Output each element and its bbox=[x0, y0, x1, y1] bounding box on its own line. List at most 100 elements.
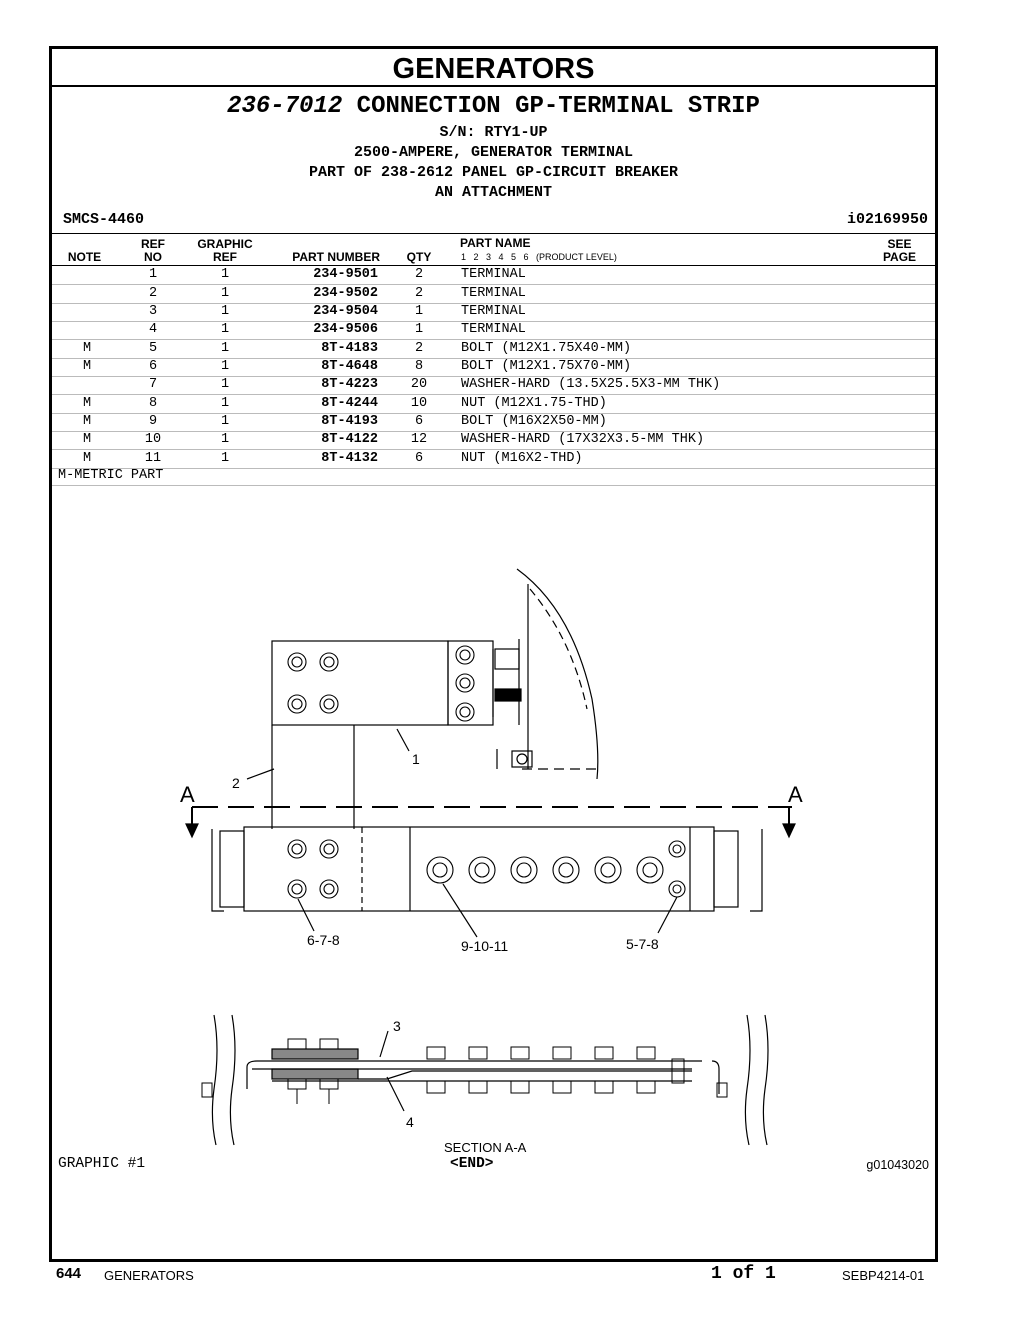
cell-ref: 4 bbox=[148, 322, 158, 337]
table-row: 1 1 234-9501 2 TERMINAL bbox=[52, 266, 935, 285]
callout-91011-leader bbox=[442, 883, 478, 938]
cell-ref: 8 bbox=[148, 396, 158, 411]
section-insulator-top bbox=[271, 1048, 359, 1060]
cell-part-number: 234-9504 bbox=[313, 304, 378, 319]
strip-left-clamp bbox=[219, 830, 245, 908]
table-row: M 8 1 8T-4244 10 NUT (M12X1.75-THD) bbox=[52, 395, 935, 414]
cell-graphic-ref: 1 bbox=[220, 267, 230, 282]
cell-graphic-ref: 1 bbox=[220, 432, 230, 447]
col-see-top: SEE bbox=[887, 237, 912, 251]
cell-qty: 2 bbox=[414, 286, 424, 301]
cell-ref: 11 bbox=[144, 451, 162, 466]
cell-graphic-ref: 1 bbox=[220, 341, 230, 356]
table-header-rule bbox=[52, 265, 935, 266]
smcs-code: SMCS-4460 bbox=[63, 211, 145, 228]
group-number: 236-7012 bbox=[227, 93, 343, 120]
panel-curve bbox=[516, 568, 599, 780]
group-desc-2: PART OF 238-2612 PANEL GP-CIRCUIT BREAKE… bbox=[308, 164, 679, 181]
cell-part-number: 8T-4122 bbox=[321, 432, 378, 447]
col-qty: QTY bbox=[406, 250, 432, 264]
callout-578-leader bbox=[657, 896, 678, 934]
strip-bolt-group bbox=[287, 839, 686, 899]
callout-1-leader bbox=[396, 728, 410, 752]
footnote-rule bbox=[52, 485, 935, 486]
cell-qty: 2 bbox=[414, 341, 424, 356]
cell-ref: 9 bbox=[148, 414, 158, 429]
footer-section: GENERATORS bbox=[104, 1268, 194, 1283]
illustration-id: i02169950 bbox=[846, 211, 928, 228]
section-arrowhead-left bbox=[185, 823, 199, 839]
upper-bolt-group bbox=[287, 645, 475, 722]
table-row: M 9 1 8T-4193 6 BOLT (M16X2X50-MM) bbox=[52, 413, 935, 432]
page-number: 644 bbox=[56, 1265, 82, 1282]
cell-ref: 1 bbox=[148, 267, 158, 282]
cell-graphic-ref: 1 bbox=[220, 359, 230, 374]
panel-clip bbox=[511, 750, 533, 768]
callout-2: 2 bbox=[232, 775, 240, 791]
cell-graphic-ref: 1 bbox=[220, 286, 230, 301]
graphic-number: g01043020 bbox=[866, 1158, 929, 1172]
terminal-1-bracket-fill bbox=[494, 688, 522, 702]
table-row: M 6 1 8T-4648 8 BOLT (M12X1.75X70-MM) bbox=[52, 358, 935, 377]
cell-qty: 8 bbox=[414, 359, 424, 374]
callout-2-leader bbox=[246, 768, 275, 780]
cell-graphic-ref: 1 bbox=[220, 451, 230, 466]
cell-ref: 2 bbox=[148, 286, 158, 301]
cell-part-name: BOLT (M16X2X50-MM) bbox=[461, 414, 607, 429]
table-row: M 11 1 8T-4132 6 NUT (M16X2-THD) bbox=[52, 450, 935, 469]
cell-graphic-ref: 1 bbox=[220, 414, 230, 429]
col-part-name: PART NAME bbox=[460, 236, 531, 250]
callout-4-leader bbox=[386, 1076, 405, 1112]
cell-part-number: 8T-4183 bbox=[321, 341, 378, 356]
cell-qty: 2 bbox=[414, 267, 424, 282]
cell-note: M bbox=[82, 359, 92, 374]
page-frame: GENERATORS 236-7012 CONNECTION GP-TERMIN… bbox=[49, 46, 938, 1262]
strip-right-clamp bbox=[713, 830, 739, 908]
callout-1: 1 bbox=[412, 751, 420, 767]
serial-number: S/N: RTY1-UP bbox=[439, 124, 548, 141]
col-graphic-bottom: REF bbox=[213, 250, 237, 264]
table-row: 7 1 8T-4223 20 WASHER-HARD (13.5X25.5X3-… bbox=[52, 376, 935, 395]
table-row: 3 1 234-9504 1 TERMINAL bbox=[52, 303, 935, 322]
cell-note: M bbox=[82, 341, 92, 356]
col-see-page: SEE PAGE bbox=[872, 238, 927, 264]
cell-qty: 10 bbox=[410, 396, 428, 411]
section-view bbox=[201, 1014, 769, 1146]
cell-qty: 12 bbox=[410, 432, 428, 447]
cell-qty: 1 bbox=[414, 322, 424, 337]
section-label-a-left: A bbox=[180, 782, 195, 807]
col-ref-no: REF NO bbox=[134, 238, 172, 264]
table-top-rule bbox=[52, 233, 935, 234]
panel-curve-hidden bbox=[529, 588, 588, 710]
group-desc-3: AN ATTACHMENT bbox=[434, 184, 553, 201]
panel-clip-bolt bbox=[516, 753, 528, 765]
cell-graphic-ref: 1 bbox=[220, 396, 230, 411]
group-desc-1: 2500-AMPERE, GENERATOR TERMINAL bbox=[353, 144, 634, 161]
cell-part-name: NUT (M12X1.75-THD) bbox=[461, 396, 607, 411]
cell-qty: 6 bbox=[414, 451, 424, 466]
section-insulator-bottom bbox=[271, 1068, 359, 1080]
col-part-number: PART NUMBER bbox=[292, 250, 380, 264]
right-bracket bbox=[750, 829, 763, 912]
cell-qty: 20 bbox=[410, 377, 428, 392]
callout-678-leader bbox=[297, 898, 315, 932]
cell-part-name: NUT (M16X2-THD) bbox=[461, 451, 583, 466]
graphic-label: GRAPHIC #1 bbox=[58, 1156, 146, 1172]
col-ref-no-top: REF bbox=[141, 237, 165, 251]
group-heading: 236-7012 CONNECTION GP-TERMINAL STRIP bbox=[52, 93, 935, 120]
cell-part-name: TERMINAL bbox=[461, 286, 526, 301]
callout-3-leader bbox=[379, 1030, 389, 1058]
cell-ref: 5 bbox=[148, 341, 158, 356]
cell-graphic-ref: 1 bbox=[220, 304, 230, 319]
section-arrowhead-right bbox=[782, 823, 796, 839]
cell-part-number: 8T-4244 bbox=[321, 396, 378, 411]
end-label: <END> bbox=[450, 1156, 494, 1172]
cell-note: M bbox=[82, 396, 92, 411]
table-row: M 10 1 8T-4122 12 WASHER-HARD (17X32X3.5… bbox=[52, 431, 935, 450]
callout-9-10-11: 9-10-11 bbox=[461, 938, 508, 954]
document-number: SEBP4214-01 bbox=[842, 1268, 925, 1283]
cell-part-number: 234-9506 bbox=[313, 322, 378, 337]
table-row: 2 1 234-9502 2 TERMINAL bbox=[52, 285, 935, 304]
product-level: 1 2 3 4 5 6 (PRODUCT LEVEL) bbox=[461, 252, 617, 262]
table-row: M 5 1 8T-4183 2 BOLT (M12X1.75X40-MM) bbox=[52, 340, 935, 359]
